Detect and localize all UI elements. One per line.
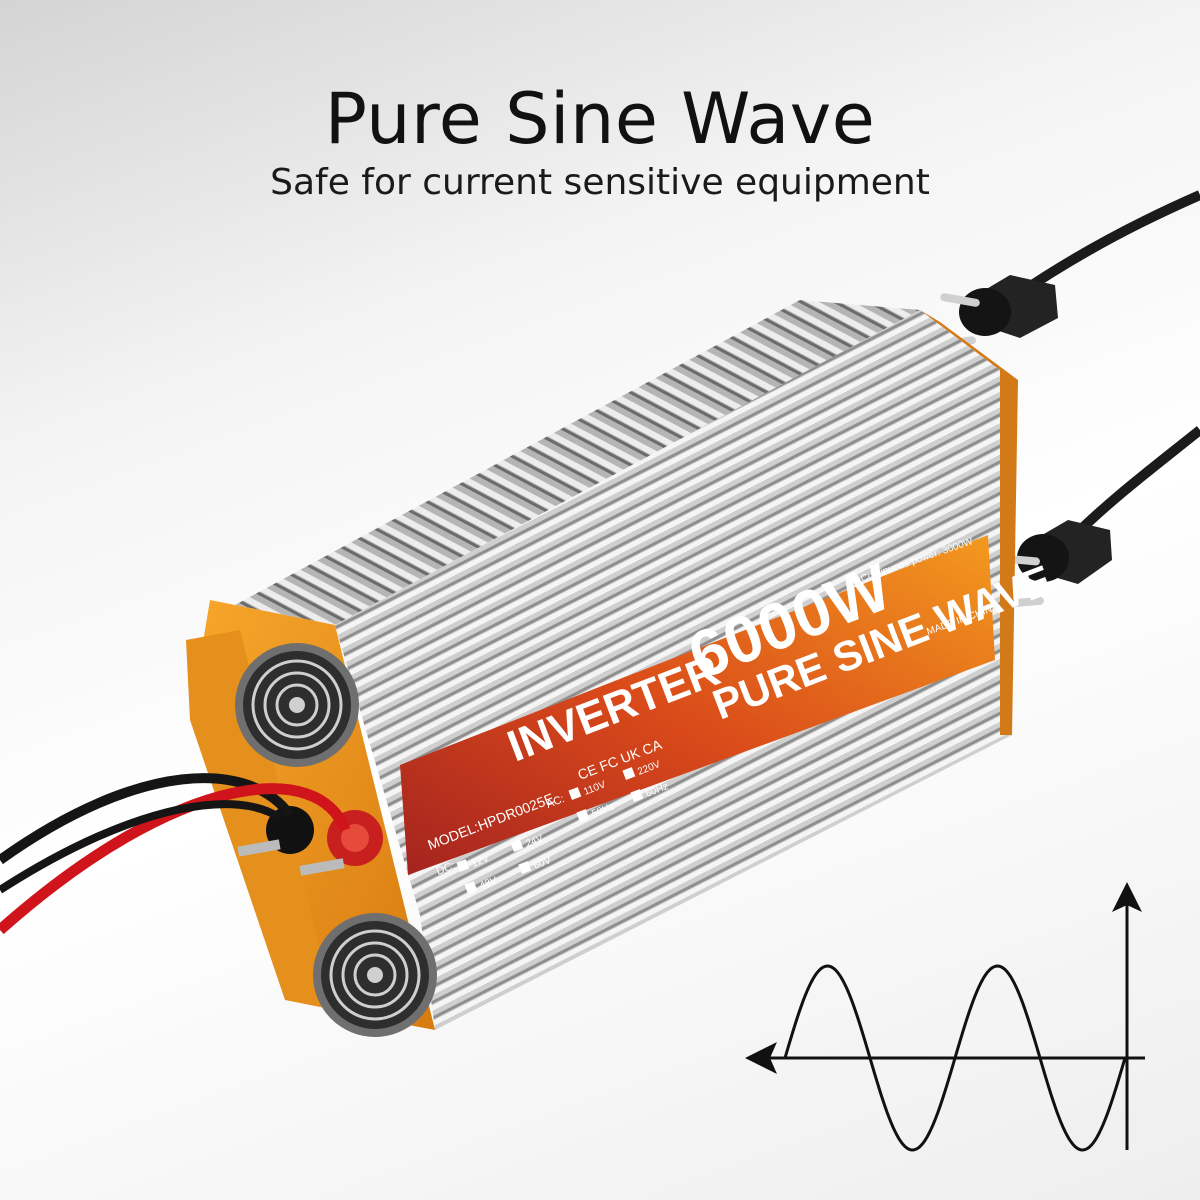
power-plug-icon <box>1000 520 1112 608</box>
sine-wave-icon <box>745 882 1145 1152</box>
dc-option: 60V <box>518 855 553 874</box>
headline: Pure Sine Wave <box>324 78 876 160</box>
product-label <box>400 535 995 875</box>
cooling-fan <box>235 643 359 767</box>
inverter-body <box>186 300 1018 1037</box>
cooling-fan <box>313 913 437 1037</box>
battery-cables <box>0 773 351 935</box>
subheadline: Safe for current sensitive equipment <box>270 162 930 203</box>
power-cord <box>1007 190 1200 544</box>
